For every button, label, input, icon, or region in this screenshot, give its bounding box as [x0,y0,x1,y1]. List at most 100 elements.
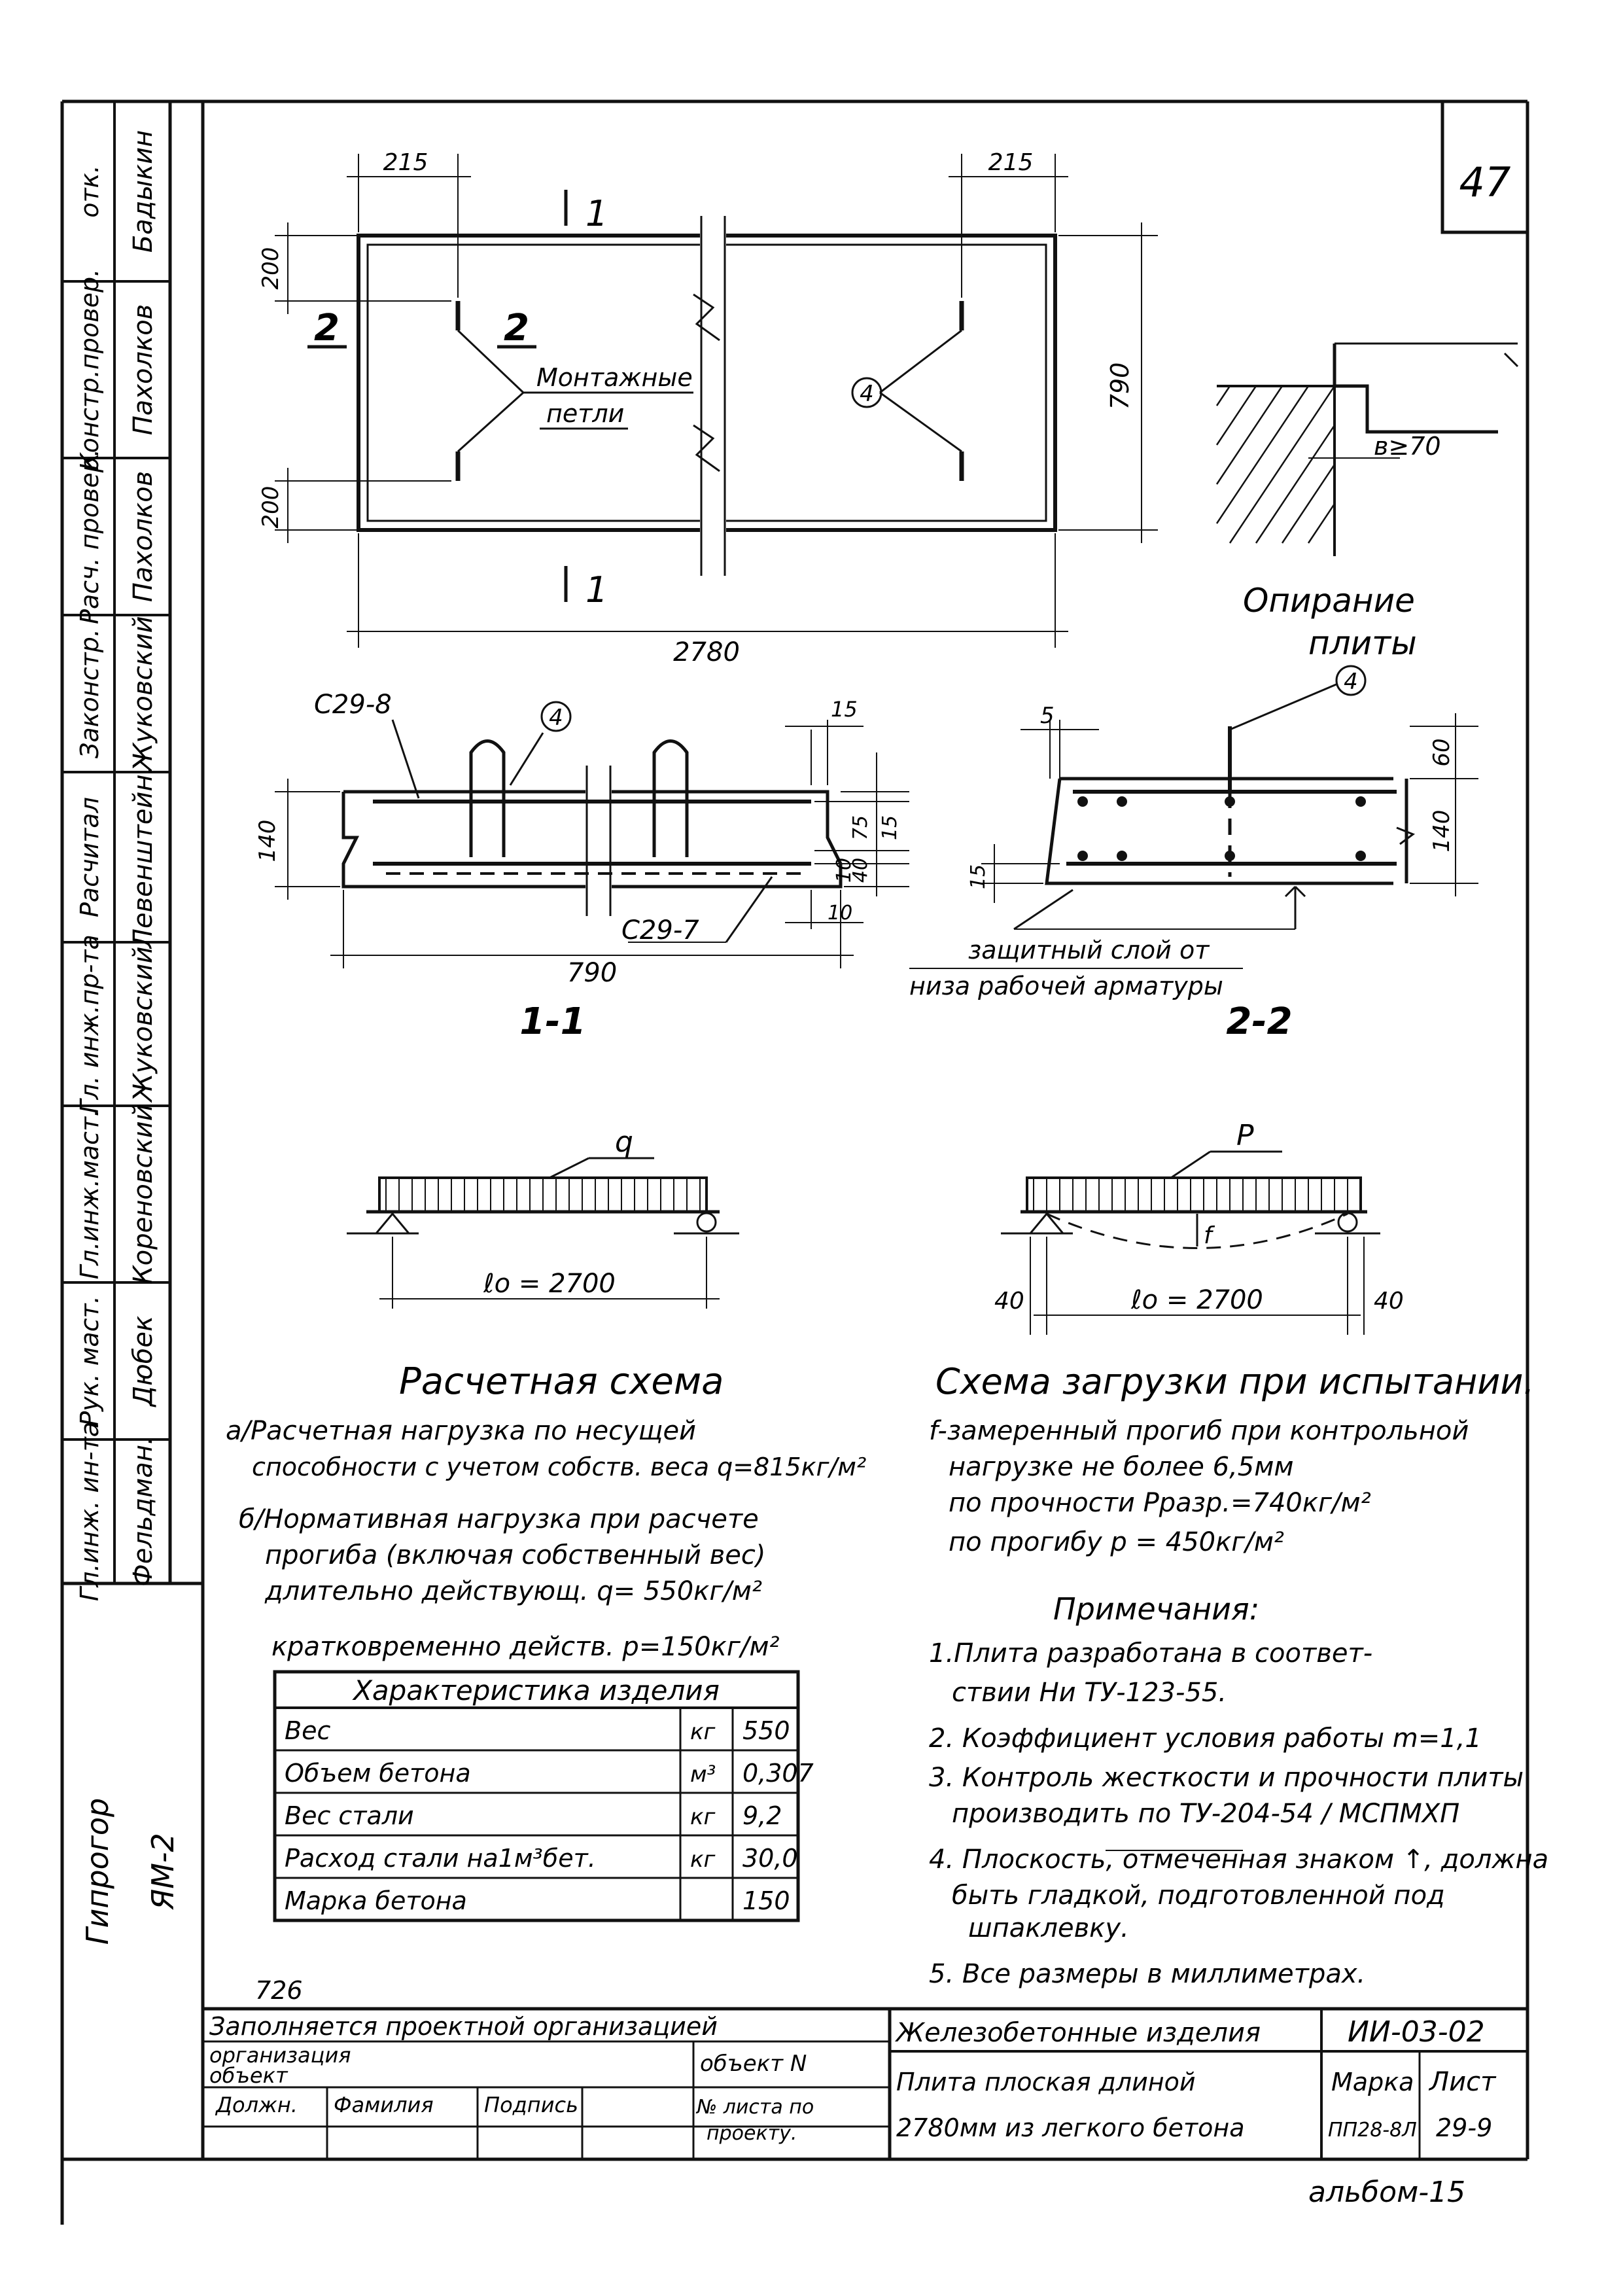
note-line: шпаклевку. [968,1913,1129,1943]
plan-cut-1-bottom: 1 [585,569,608,610]
support-title-2: плиты [1308,624,1417,662]
note-line: быть гладкой, подготовленной под [952,1881,1445,1911]
s22-dim-15: 15 [967,864,990,889]
test-title: Схема загрузки при испытании. [935,1361,1535,1402]
note-line: 2. Коэффициент условия работы m=1,1 [929,1723,1482,1754]
sidebar-name-3: Жуковский [128,616,158,773]
s22-dim-5: 5 [1040,703,1055,729]
s11-title: 1-1 [519,1000,585,1043]
spec-row-value: 150 [742,1886,790,1915]
tb-mark-value: ПП28-8Л [1328,2119,1417,2142]
sidebar-name-5: Жуковский [128,946,158,1103]
calc-load-label: q [615,1125,633,1159]
tb-surname: Фамилия [334,2093,434,2117]
tb-series: ИИ-03-02 [1348,2015,1485,2049]
sidebar-role-4: Расчитал [75,797,104,917]
sidebar-role-9: Гипрогор [80,1798,115,1945]
support-dim: в≥70 [1374,432,1441,461]
sidebar-names: БадыкинПахолковПахолковЖуковскийЛевенште… [128,130,181,1911]
tb-desc-1: Плита плоская длиной [896,2068,1196,2096]
note-line: 4. Плоскость, отмеченная знаком ↑, должн… [929,1845,1548,1875]
support-detail: в≥70 Опирание плиты [1215,342,1519,662]
tb-position: Должн. [215,2093,298,2117]
calc-b-3: длительно действующ. q= 550кг/м² [264,1576,762,1606]
plan-dim-length: 2780 [673,637,740,667]
calc-scheme-diagram: q ℓо = 2700 [347,1125,739,1309]
s11-bottom-rebar: С29-7 [621,915,699,945]
album-label: альбом-15 [1308,2176,1465,2209]
sidebar-role-6: Гл.инж.маст. [75,1109,104,1279]
plan-view: 4 Монтажные петли 215 215 200 200 790 27… [258,149,1158,667]
spec-row-name: Объем бетона [285,1759,471,1788]
s22-note-2: низа рабочей арматуры [909,972,1223,1000]
calc-title: Расчетная схема [399,1360,724,1403]
plan-dim-top-loop: 200 [258,247,284,290]
support-title-1: Опирание [1243,582,1415,620]
drawing-frame [60,99,1529,2225]
section-2-2: 4 5 60 140 15 защитный слой от низа рабо… [909,665,1478,1043]
plan-dim-height: 790 [1106,362,1134,410]
sidebar-name-8: Фельдман. [128,1436,158,1586]
plan-cut-1-top: 1 [585,193,608,234]
sidebar-role-0: отк. [75,165,104,217]
test-t-4: по прогибу р = 450кг/м² [949,1527,1284,1557]
spec-row-unit: кг [690,1804,716,1830]
note-line: производить по ТУ-204-54 / МСПМХП [952,1799,1459,1829]
tb-signature: Подпись [484,2093,578,2117]
sidebar-roles: отк.Констр.провер.Расч. провер.Законстр.… [75,165,115,1945]
sidebar-role-7: Рук. маст. [75,1296,104,1426]
spec-row-value: 9,2 [742,1801,782,1830]
plan-dim-bottom-loop: 200 [258,486,284,529]
note-line: 3. Контроль жесткости и прочности плиты [929,1763,1524,1793]
plan-cut-2-left: 2 [314,307,340,349]
calc-b-1: б/Нормативная нагрузка при расчете [239,1504,759,1534]
plan-cut-2-mid: 2 [504,307,529,349]
s11-dim-40: 40 [849,858,872,883]
tb-object: объект [209,2063,288,2088]
test-t-2: нагрузке не более 6,5мм [949,1452,1294,1482]
sidebar-name-4: Левенштейн. [128,766,158,949]
tb-category: Железобетонные изделия [894,2018,1261,2048]
s22-dim-140: 140 [1429,810,1455,853]
spec-row-name: Расход стали на1м³бет. [285,1844,596,1873]
spec-row-value: 550 [742,1716,790,1745]
s11-dim-15: 15 [831,697,858,722]
calc-scheme-text: Расчетная схема а/Расчетная нагрузка по … [226,1360,866,1662]
s22-dim-60: 60 [1429,738,1455,766]
title-block-text: Заполняется проектной организацией орган… [209,2012,1497,2145]
sidebar-role-5: Гл. инж.пр-та [75,934,104,1114]
sidebar-name-2: Пахолков [128,471,158,603]
spec-row-name: Вес стали [285,1801,414,1830]
s11-dim-width: 790 [567,958,617,988]
spec-row-value: 0,307 [742,1759,814,1788]
spec-row-name: Марка бетона [285,1886,467,1915]
sidebar-role-1: Констр.провер. [75,269,104,471]
tb-sheet-value: 29-9 [1436,2113,1492,2142]
spec-row-unit: кг [690,1846,716,1873]
tb-sheet-label: Лист [1428,2067,1497,2097]
tb-sheet-no-2: проекту. [707,2122,797,2145]
s11-dim-height: 140 [254,820,281,862]
s11-top-rebar: С29-8 [314,690,392,720]
tb-desc-2: 2780мм из легкого бетона [896,2113,1245,2142]
s22-callout: 4 [1344,669,1358,695]
sidebar-dividers [62,101,170,1585]
s11-dim-10a: 10 [833,858,856,883]
note-line: 1.Плита разработана в соответ- [929,1638,1372,1669]
calc-span: ℓо = 2700 [483,1269,616,1299]
test-dim-right: 40 [1374,1288,1404,1315]
tb-sheet-no-1: № листа по [695,2096,814,2119]
test-t-3: по прочности Рразр.=740кг/м² [949,1488,1371,1518]
plan-dim-right-edge: 215 [988,149,1034,176]
spec-row-unit: м³ [690,1761,716,1788]
s11-dim-75: 75 [849,815,872,840]
tb-mark-label: Марка [1331,2068,1414,2096]
test-span: ℓо = 2700 [1130,1285,1263,1315]
test-dim-left: 40 [994,1288,1024,1315]
s22-note-1: защитный слой от [968,936,1210,964]
test-scheme-diagram: f Р ℓо = 2700 40 40 [994,1119,1404,1335]
sidebar-role-8: Гл.инж. ин-та [75,1422,104,1601]
notes-title: Примечания: [1053,1591,1259,1627]
page-code: 726 [255,1976,303,2005]
tb-org: организация [209,2043,351,2068]
